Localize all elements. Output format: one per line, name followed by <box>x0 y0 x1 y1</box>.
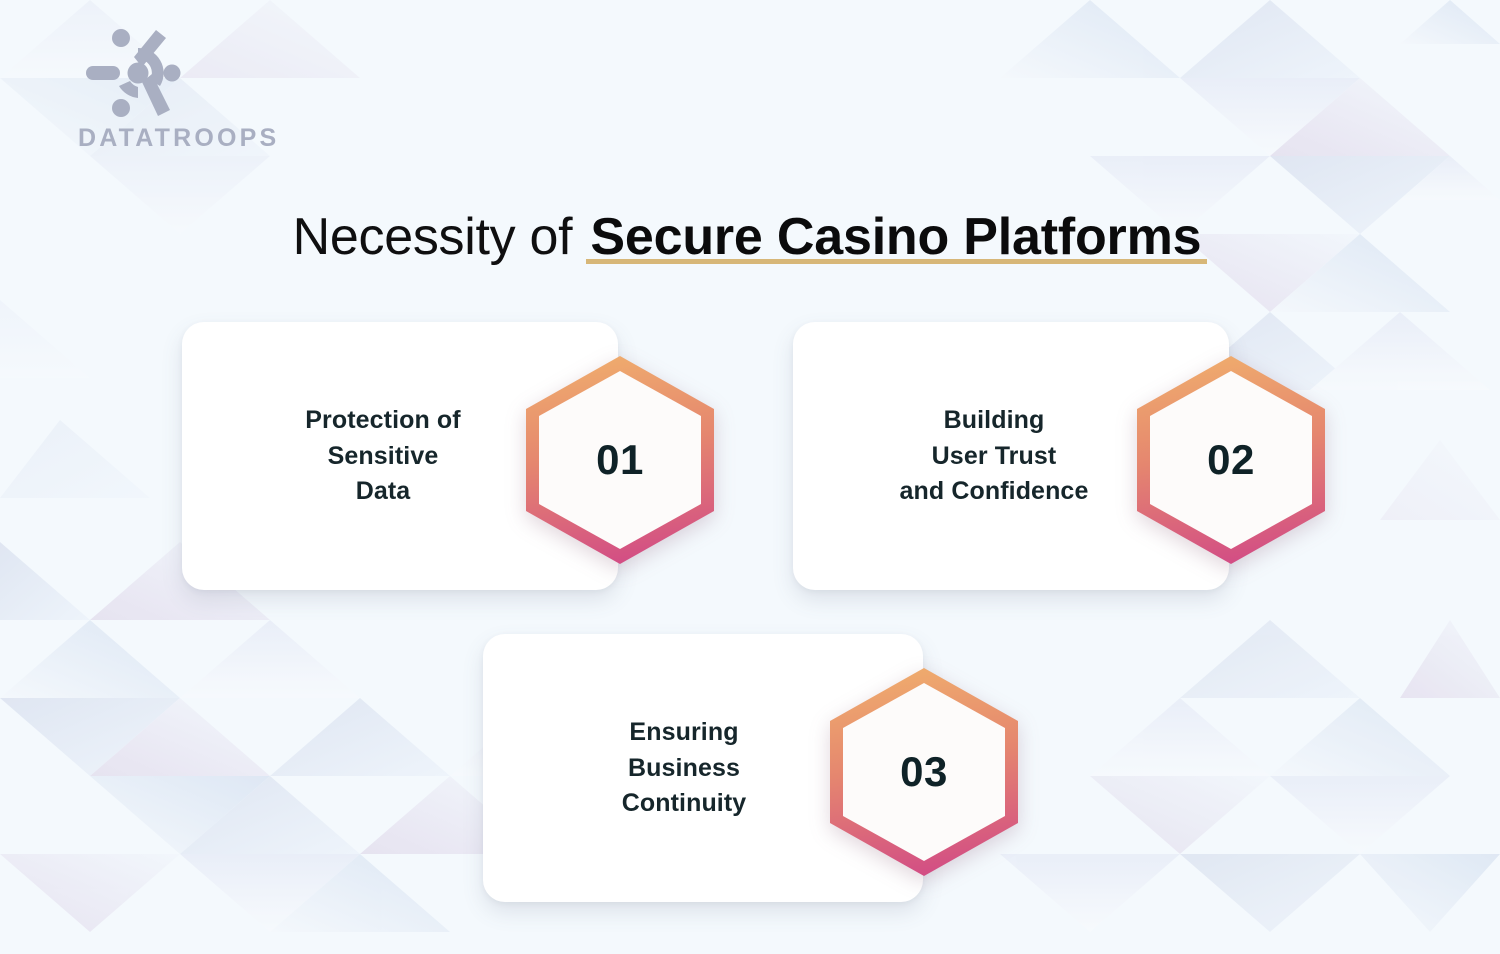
info-card-2-label: Building User Trust and Confidence <box>819 403 1169 510</box>
hex-badge-1: 01 <box>524 354 716 566</box>
info-card-3-line-3: Continuity <box>621 788 747 817</box>
datatroops-network-logo-icon <box>86 29 181 117</box>
info-card-1-line-2: Sensitive <box>327 441 439 470</box>
info-card-2-line-1: Building <box>943 405 1045 434</box>
brand-logo: DATATROOPS <box>78 24 279 151</box>
info-card-3-label: Ensuring Business Continuity <box>509 715 859 822</box>
info-card-3-line-2: Business <box>628 753 740 782</box>
info-card-2-line-2: User Trust <box>931 441 1057 470</box>
page-title: Necessity of Secure Casino Platforms <box>0 207 1500 267</box>
info-card-1-label: Protection of Sensitive Data <box>208 403 558 510</box>
info-card-1-line-3: Data <box>355 476 411 505</box>
page-title-light: Necessity of <box>292 208 587 267</box>
hex-badge-3: 03 <box>828 666 1020 878</box>
page-title-strong: Secure Casino Platforms <box>586 208 1208 267</box>
info-card-2-line-3: and Confidence <box>899 476 1089 505</box>
hex-badge-3-number: 03 <box>900 748 948 795</box>
info-card-3-line-1: Ensuring <box>629 717 739 746</box>
info-card-1-line-1: Protection of <box>305 405 461 434</box>
brand-wordmark: DATATROOPS <box>78 124 280 152</box>
hex-badge-2: 02 <box>1135 354 1327 566</box>
hex-badge-1-number: 01 <box>596 436 644 483</box>
hex-badge-2-number: 02 <box>1207 436 1255 483</box>
